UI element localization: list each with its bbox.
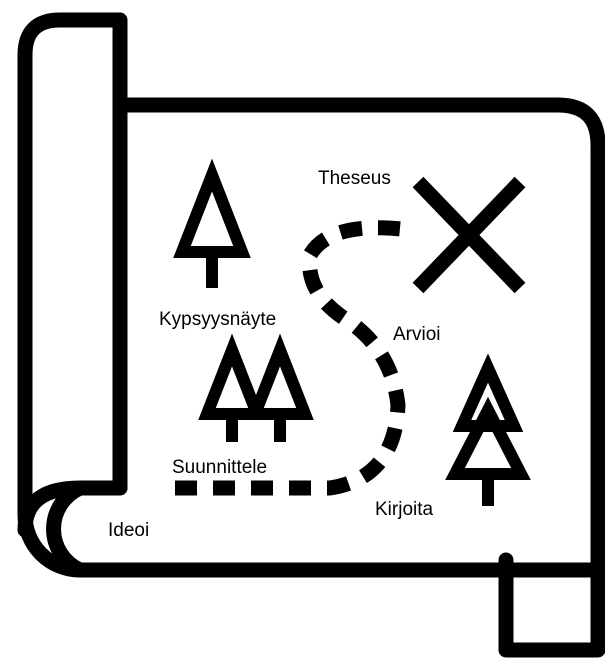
label-ideoi: Ideoi [108,520,149,541]
scroll-bottom-flap [498,552,605,658]
label-theseus: Theseus [318,168,391,189]
label-suunnittele: Suunnittele [172,457,267,478]
stacked-pine-tree-icon [445,353,531,506]
pine-tree-icon [173,158,251,288]
label-kypsyysnayte: Kypsyysnäyte [159,309,276,330]
label-arvioi: Arvioi [393,324,441,345]
scroll-left-roll [17,12,128,578]
label-kirjoita: Kirjoita [375,499,434,520]
map-scroll-icon [17,12,605,658]
pine-trees-pair-icon [198,333,314,442]
x-mark-icon [412,176,526,294]
